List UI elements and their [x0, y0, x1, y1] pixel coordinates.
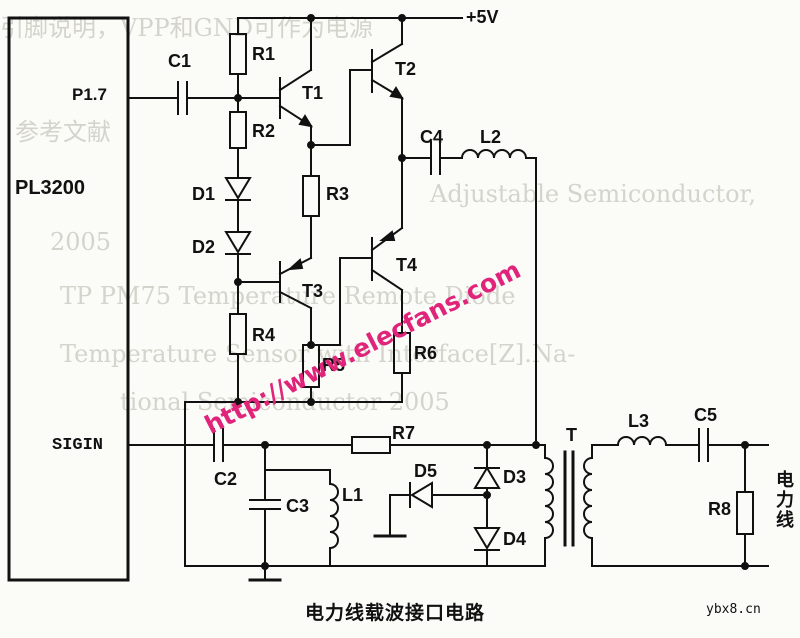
inductor-l3	[616, 436, 668, 447]
inductor-l2	[460, 149, 528, 160]
resistor-r7	[351, 436, 391, 454]
ic-box	[7, 16, 130, 582]
label-l2: L2	[480, 127, 502, 147]
label-r7: R7	[392, 423, 416, 443]
diode-d5	[410, 481, 433, 509]
label-r4: R4	[252, 325, 276, 345]
diode-d1	[224, 177, 252, 200]
label-c1: C1	[168, 51, 192, 71]
diode-d3	[473, 466, 501, 489]
resistor-r4	[229, 313, 247, 355]
supply-label: +5V	[466, 7, 499, 27]
figure-caption: 电力线载波接口电路	[305, 602, 486, 624]
pin-sigin-label: SIGIN	[52, 436, 104, 455]
label-r5: R5	[322, 355, 346, 375]
label-r1: R1	[252, 44, 276, 64]
label-r2: R2	[252, 121, 276, 141]
label-r6: R6	[414, 343, 438, 363]
label-d3: D3	[503, 467, 527, 487]
resistor-r2	[229, 111, 247, 149]
label-t3: T3	[302, 281, 324, 301]
diode-d2	[224, 231, 252, 254]
label-transformer: T	[566, 425, 577, 445]
site-credit: ybx8.cn	[706, 602, 761, 617]
label-t2: T2	[395, 59, 417, 79]
pin-p17-label: P1.7	[72, 85, 107, 104]
diode-d4	[473, 527, 501, 550]
label-d4: D4	[503, 529, 527, 549]
label-d2: D2	[192, 237, 216, 257]
inductor-l1	[328, 482, 339, 550]
label-r8: R8	[708, 499, 732, 519]
label-l3: L3	[628, 411, 650, 431]
label-l1: L1	[342, 485, 364, 505]
label-c5: C5	[694, 405, 718, 425]
label-d5: D5	[414, 461, 438, 481]
transformer-secondary	[583, 456, 594, 540]
label-c3: C3	[286, 496, 310, 516]
resistor-r1	[229, 33, 247, 75]
ghost-text-3: Adjustable Semiconductor,	[430, 180, 756, 208]
label-c4: C4	[420, 127, 444, 147]
label-c2: C2	[214, 469, 238, 489]
transformer-primary	[543, 456, 554, 540]
power-line-label: 电力线	[773, 470, 794, 530]
ghost-text-4: 2005	[50, 228, 112, 256]
ghost-text-2: 参考文献	[15, 118, 111, 146]
label-t4: T4	[396, 255, 418, 275]
label-d1: D1	[192, 184, 216, 204]
label-t1: T1	[302, 83, 324, 103]
resistor-r3	[302, 175, 320, 217]
resistor-r8	[736, 491, 754, 535]
label-r3: R3	[326, 184, 350, 204]
ic-name: PL3200	[15, 177, 86, 199]
